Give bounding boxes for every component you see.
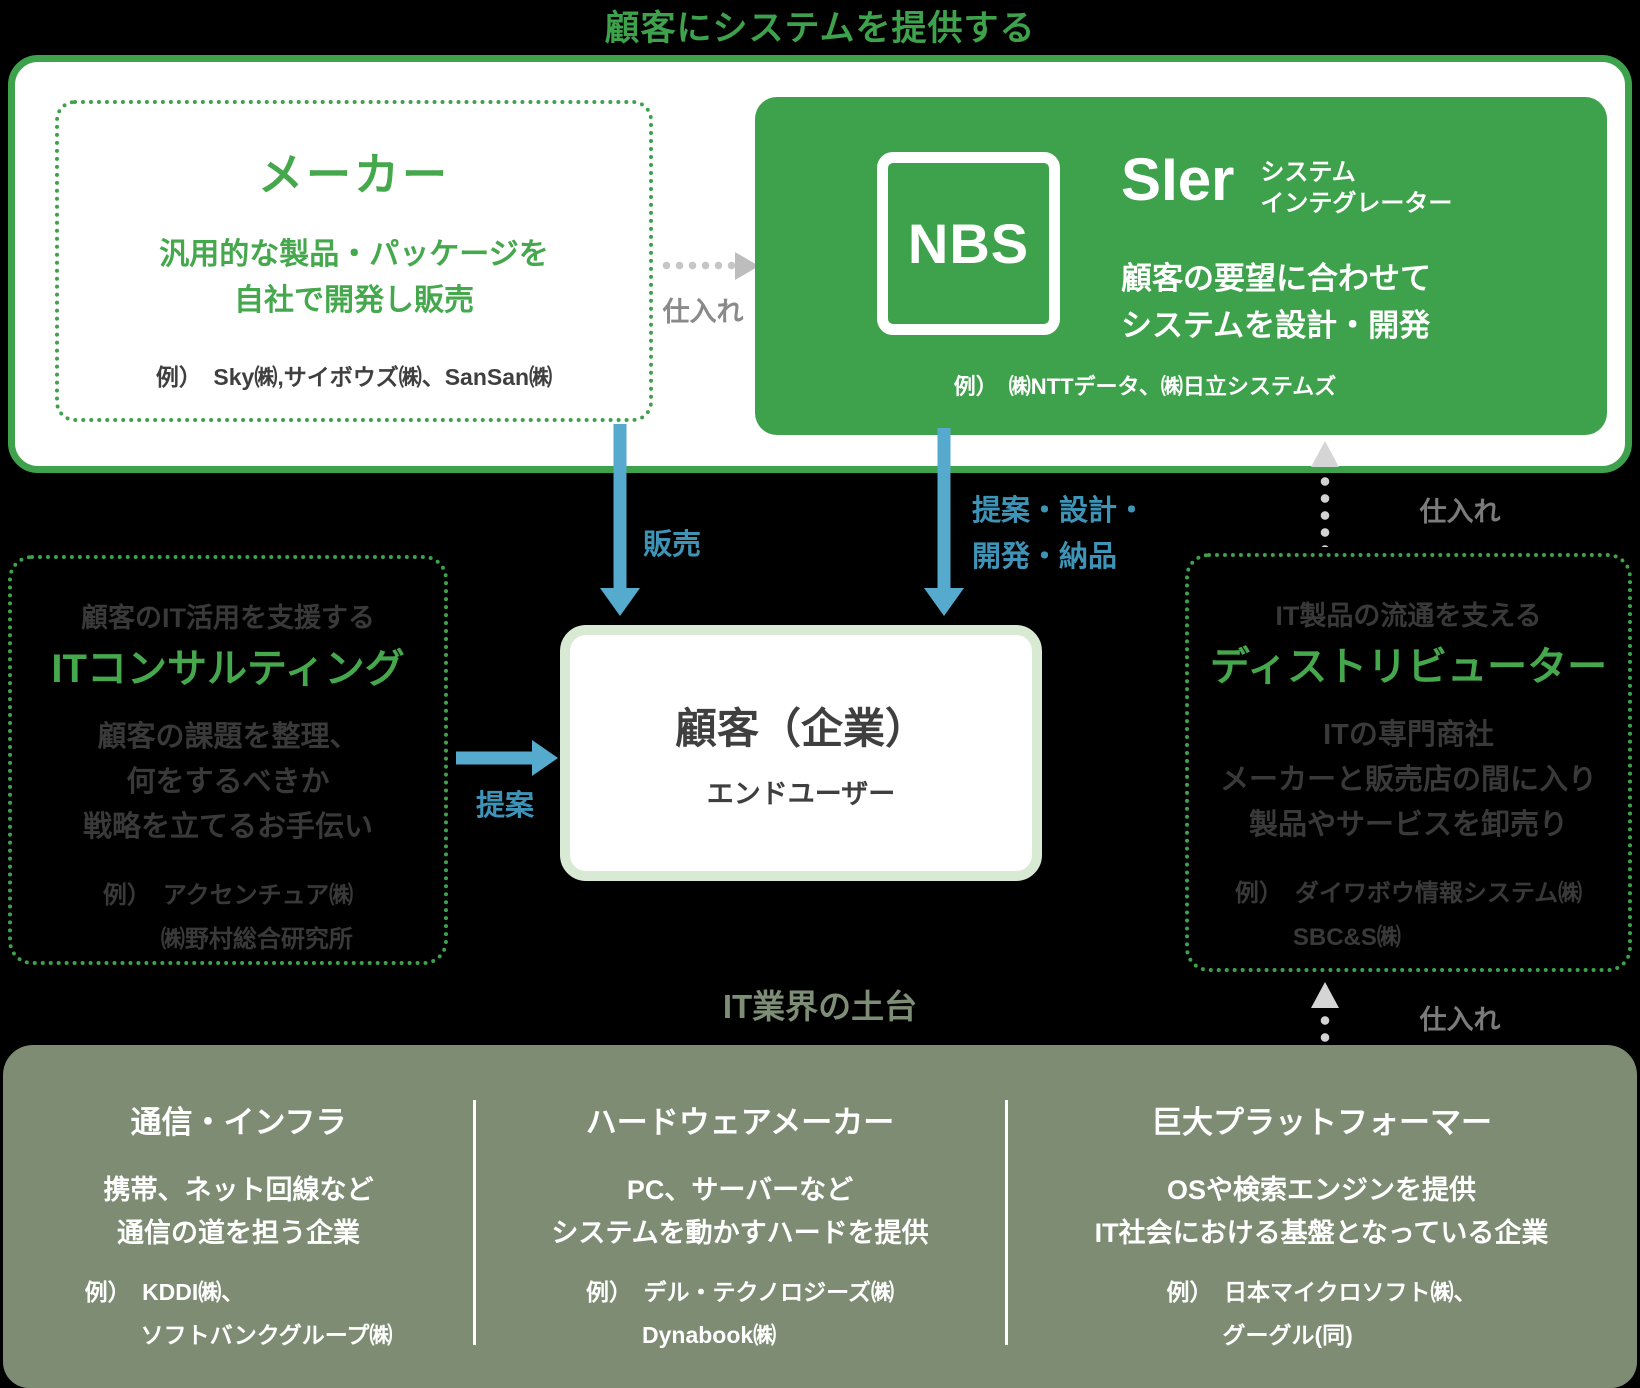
consulting-desc-line: 顧客の課題を整理、 bbox=[97, 721, 359, 753]
column-divider bbox=[1005, 1100, 1008, 1345]
foundation-column-description: 携帯、ネット回線など 通信の道を担う企業 bbox=[104, 1169, 374, 1255]
distributor-example-line: SBC&S㈱ bbox=[1292, 924, 1401, 951]
foundation-example-line: グーグル(同) bbox=[1222, 1322, 1353, 1348]
proposal-design-label: 提案・設計・ 開発・納品 bbox=[972, 488, 1146, 580]
sier-subtitle-line: インテグレーター bbox=[1260, 190, 1453, 217]
consulting-desc-line: 戦略を立てるお手伝い bbox=[82, 811, 373, 843]
sier-description: 顧客の要望に合わせて システムを設計・開発 bbox=[1121, 255, 1431, 349]
supply-label-maker-sier: 仕入れ bbox=[662, 297, 744, 327]
foundation-example-line: 例） 日本マイクロソフト㈱、 bbox=[1166, 1279, 1477, 1305]
consulting-desc-line: 何をするべきか bbox=[126, 766, 330, 798]
foundation-column-examples: 例） デル・テクノロジーズ㈱ Dynabook㈱ bbox=[586, 1271, 894, 1357]
sales-arrow-icon bbox=[600, 424, 640, 616]
foundation-example-line: 例） KDDI㈱、 bbox=[84, 1279, 245, 1305]
maker-desc-line: 自社で開発し販売 bbox=[234, 284, 474, 317]
provider-section-container: メーカー 汎用的な製品・パッケージを 自社で開発し販売 例） Sky㈱,サイボウ… bbox=[8, 55, 1632, 473]
foundation-column-title: 通信・インフラ bbox=[130, 1105, 347, 1140]
foundation-desc-line: システムを動かすハードを提供 bbox=[551, 1218, 929, 1248]
nbs-logo-text: NBS bbox=[907, 212, 1030, 275]
consulting-example-line: 例） アクセンチュア㈱ bbox=[102, 882, 354, 909]
distributor-box: IT製品の流通を支える ディストリビューター ITの専門商社 メーカーと販売店の… bbox=[1185, 553, 1632, 972]
foundation-desc-line: 通信の道を担う企業 bbox=[117, 1218, 360, 1248]
sier-desc-line: 顧客の要望に合わせて bbox=[1121, 261, 1431, 296]
proposal-arrow-icon bbox=[456, 740, 558, 776]
sier-title: SIer bbox=[1121, 146, 1235, 213]
foundation-example-line: Dynabook㈱ bbox=[642, 1322, 777, 1348]
foundation-desc-line: IT社会における基盤となっている企業 bbox=[1094, 1218, 1549, 1248]
distributor-desc-line: ITの専門商社 bbox=[1323, 719, 1494, 751]
supply-arrow-up-icon bbox=[1311, 441, 1339, 467]
foundation-desc-line: OSや検索エンジンを提供 bbox=[1166, 1175, 1476, 1205]
maker-examples: 例） Sky㈱,サイボウズ㈱、SanSan㈱ bbox=[155, 364, 553, 390]
consulting-examples: 例） アクセンチュア㈱ ㈱野村総合研究所 bbox=[103, 874, 353, 962]
foundation-example-line: ソフトバンクグループ㈱ bbox=[140, 1322, 393, 1348]
distributor-tagline: IT製品の流通を支える bbox=[1275, 601, 1542, 631]
proposal-design-label-line: 提案・設計・ bbox=[972, 495, 1147, 527]
supply-dotted-arrow-upper bbox=[1311, 441, 1339, 547]
foundation-column-description: PC、サーバーなど システムを動かすハードを提供 bbox=[551, 1169, 928, 1255]
it-consulting-box: 顧客のIT活用を支援する ITコンサルティング 顧客の課題を整理、 何をするべき… bbox=[8, 555, 448, 965]
foundation-column-platformer: 巨大プラットフォーマー OSや検索エンジンを提供 IT社会における基盤となってい… bbox=[1006, 1045, 1637, 1388]
proposal-design-label-line: 開発・納品 bbox=[972, 541, 1118, 573]
sier-heading: SIer システム インテグレーター bbox=[1121, 149, 1452, 219]
maker-description: 汎用的な製品・パッケージを 自社で開発し販売 bbox=[159, 232, 548, 324]
supply-label-upper: 仕入れ bbox=[1419, 497, 1501, 527]
sier-desc-line: システムを設計・開発 bbox=[1121, 308, 1431, 343]
consulting-example-line: ㈱野村総合研究所 bbox=[160, 926, 353, 953]
foundation-example-line: 例） デル・テクノロジーズ㈱ bbox=[586, 1279, 894, 1305]
distributor-title: ディストリビューター bbox=[1209, 645, 1608, 689]
nbs-logo-icon: NBS bbox=[877, 152, 1060, 335]
foundation-column-examples: 例） 日本マイクロソフト㈱、 グーグル(同) bbox=[1166, 1271, 1476, 1357]
distributor-description: ITの専門商社 メーカーと販売店の間に入り 製品やサービスを卸売り bbox=[1220, 713, 1597, 848]
maker-desc-line: 汎用的な製品・パッケージを bbox=[159, 238, 549, 271]
distributor-desc-line: メーカーと販売店の間に入り bbox=[1219, 764, 1597, 796]
customer-subtitle: エンドユーザー bbox=[706, 779, 896, 809]
sier-examples: 例） ㈱NTTデータ、㈱日立システムズ bbox=[953, 374, 1337, 399]
supply-dotted-arrow-horizontal bbox=[660, 261, 735, 270]
distributor-desc-line: 製品やサービスを卸売り bbox=[1248, 809, 1568, 841]
section-title-provide-system: 顧客にシステムを提供する bbox=[604, 9, 1036, 48]
customer-title: 顧客（企業） bbox=[674, 705, 927, 752]
foundation-column-hardware: ハードウェアメーカー PC、サーバーなど システムを動かすハードを提供 例） デ… bbox=[474, 1045, 1006, 1388]
consulting-description: 顧客の課題を整理、 何をするべきか 戦略を立てるお手伝い bbox=[83, 715, 373, 850]
foundation-desc-line: PC、サーバーなど bbox=[626, 1175, 854, 1205]
maker-box: メーカー 汎用的な製品・パッケージを 自社で開発し販売 例） Sky㈱,サイボウ… bbox=[55, 100, 653, 422]
proposal-design-arrow-icon bbox=[924, 428, 964, 616]
supply-arrow-up-icon bbox=[1311, 982, 1339, 1008]
maker-title: メーカー bbox=[257, 149, 450, 200]
column-divider bbox=[473, 1100, 476, 1345]
foundation-column-examples: 例） KDDI㈱、 ソフトバンクグループ㈱ bbox=[85, 1271, 393, 1357]
foundation-box: 通信・インフラ 携帯、ネット回線など 通信の道を担う企業 例） KDDI㈱、 ソ… bbox=[3, 1045, 1637, 1388]
sales-label: 販売 bbox=[643, 529, 702, 561]
foundation-column-telecom: 通信・インフラ 携帯、ネット回線など 通信の道を担う企業 例） KDDI㈱、 ソ… bbox=[3, 1045, 474, 1388]
customer-box: 顧客（企業） エンドユーザー bbox=[560, 625, 1042, 881]
consulting-title: ITコンサルティング bbox=[51, 647, 405, 691]
sier-box: NBS SIer システム インテグレーター 顧客の要望に合わせて システムを設… bbox=[755, 97, 1607, 435]
proposal-label: 提案 bbox=[475, 790, 534, 822]
foundation-desc-line: 携帯、ネット回線など bbox=[103, 1175, 374, 1205]
foundation-column-title: ハードウェアメーカー bbox=[585, 1105, 895, 1140]
distributor-example-line: 例） ダイワボウ情報システム㈱ bbox=[1234, 880, 1583, 907]
sier-subtitle-line: システム bbox=[1260, 159, 1356, 186]
foundation-section-title: IT業界の土台 bbox=[722, 988, 918, 1025]
sier-subtitle: システム インテグレーター bbox=[1260, 149, 1452, 219]
consulting-tagline: 顧客のIT活用を支援する bbox=[81, 603, 375, 633]
distributor-examples: 例） ダイワボウ情報システム㈱ SBC&S㈱ bbox=[1235, 872, 1582, 960]
supply-dotted-arrow-lower bbox=[1311, 982, 1339, 1044]
supply-label-lower: 仕入れ bbox=[1419, 1005, 1501, 1035]
foundation-column-title: 巨大プラットフォーマー bbox=[1151, 1105, 1492, 1140]
foundation-column-description: OSや検索エンジンを提供 IT社会における基盤となっている企業 bbox=[1095, 1169, 1549, 1255]
